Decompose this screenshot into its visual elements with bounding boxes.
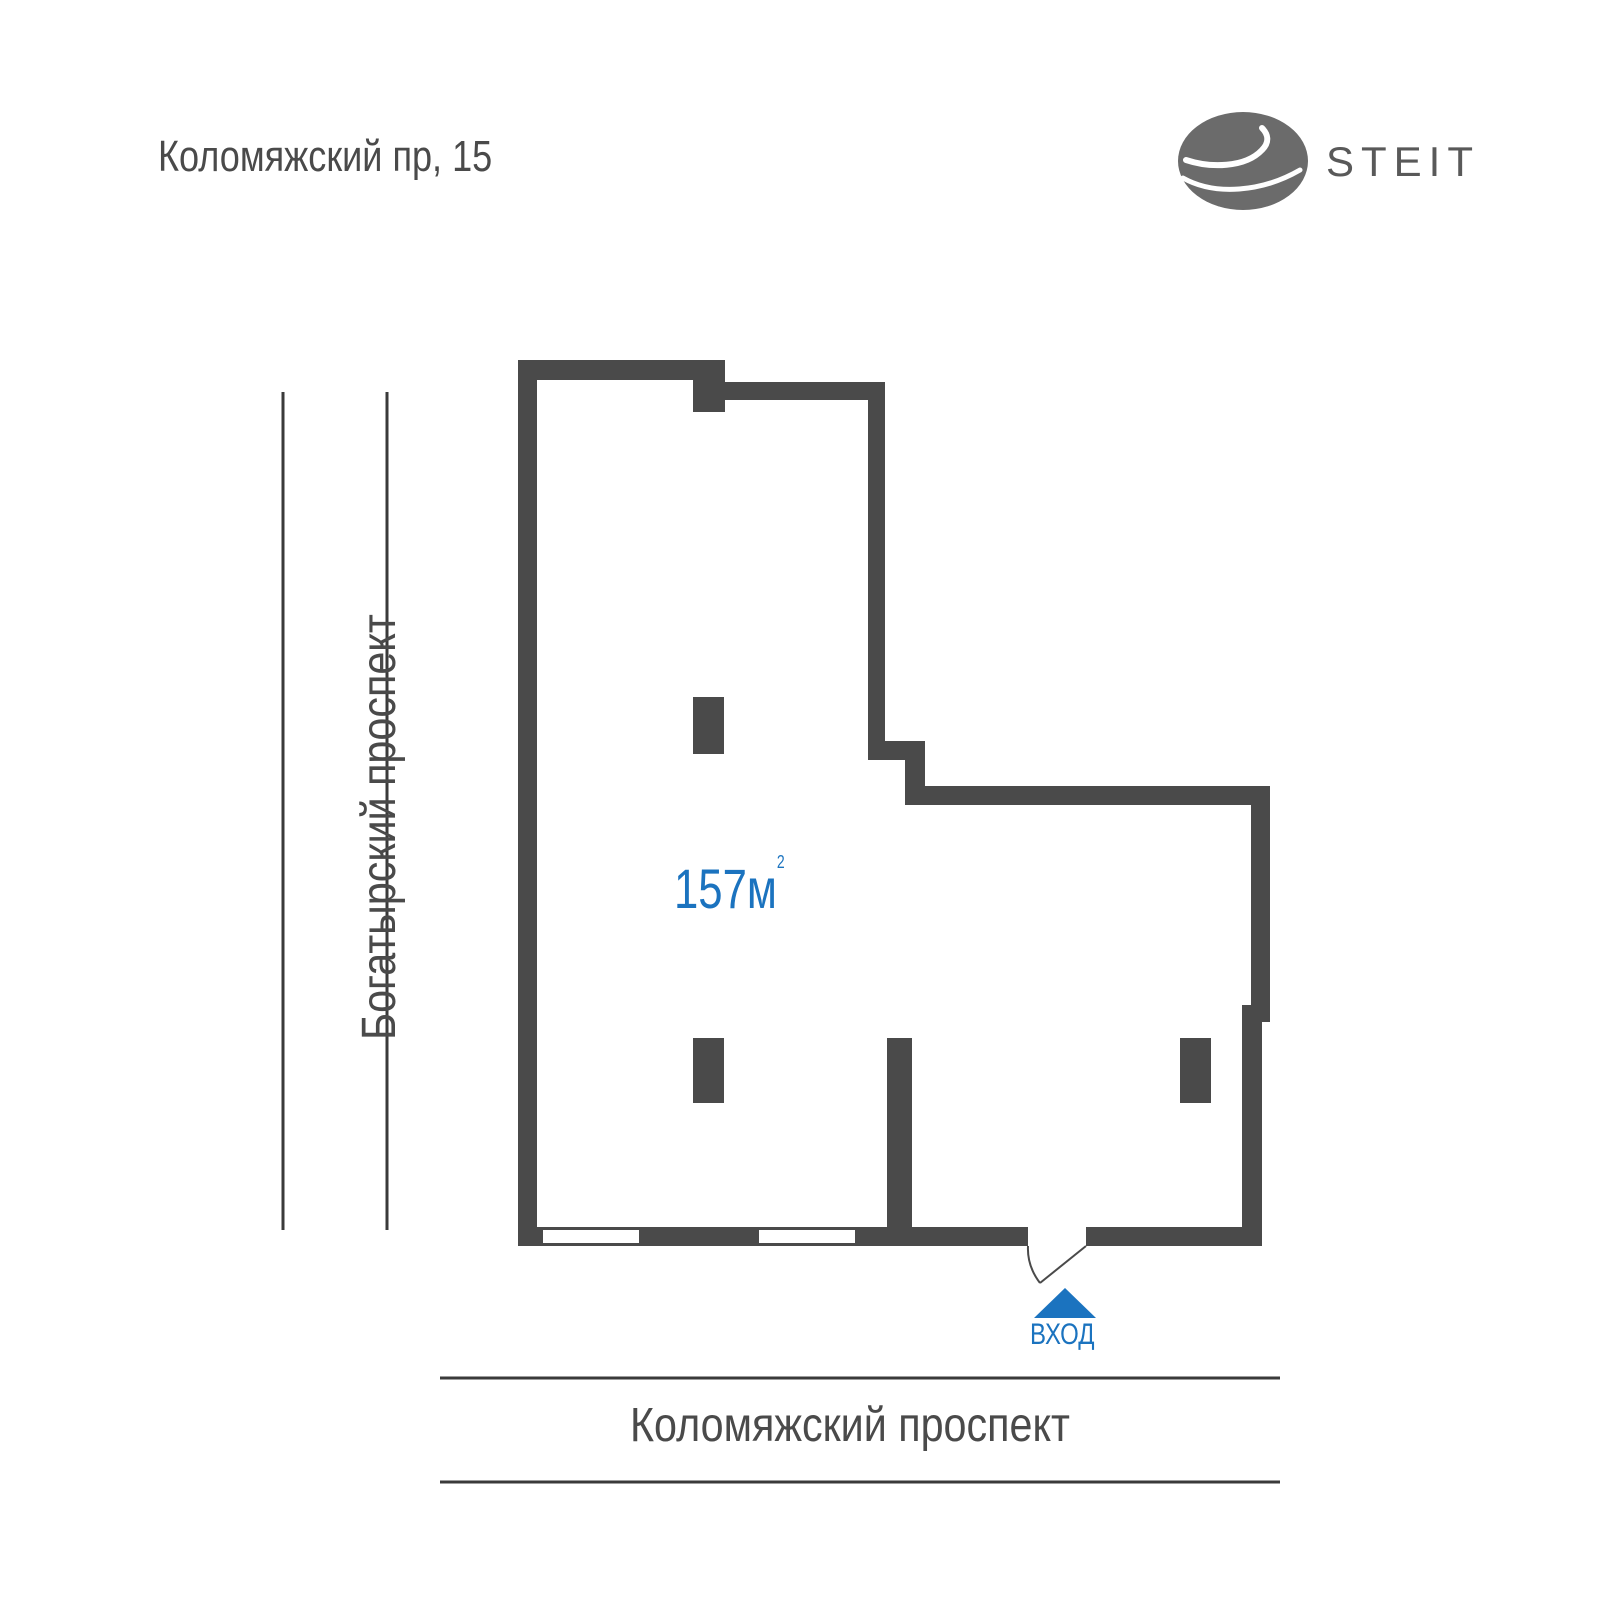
street-label-bottom: Коломяжский проспект <box>630 1399 1070 1452</box>
area-label: 157м2 <box>674 852 785 921</box>
column-lower-left <box>693 1038 724 1103</box>
walls <box>518 360 1270 1246</box>
window-right <box>759 1230 855 1243</box>
brand-name: STEIT <box>1326 138 1481 185</box>
entrance-label: ВХОД <box>1030 1318 1095 1351</box>
window-left <box>543 1230 639 1243</box>
column-upper <box>693 697 724 754</box>
column-lower-right <box>1180 1038 1211 1103</box>
area-value: 157м <box>674 857 777 920</box>
entrance-arrow-up-icon <box>1034 1288 1096 1318</box>
street-label-left: Богатырский проспект <box>353 614 406 1040</box>
address-title: Коломяжский пр, 15 <box>158 132 493 181</box>
area-unit-superscript: 2 <box>776 852 785 872</box>
steit-logo-icon <box>1178 112 1308 210</box>
entrance-door <box>1026 1245 1087 1284</box>
